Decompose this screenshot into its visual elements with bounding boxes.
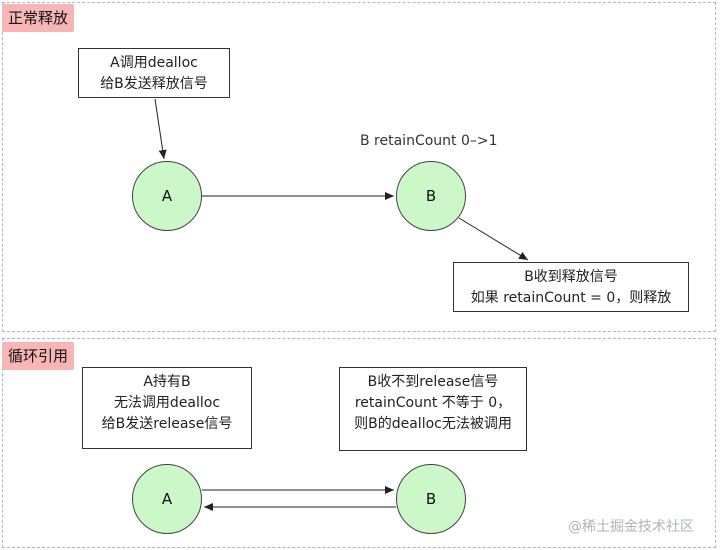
- note-line: 如果 retainCount = 0，则释放: [470, 290, 672, 306]
- note-line: 则B的dealloc无法被调用: [354, 416, 512, 432]
- note-line: B收到释放信号: [524, 269, 618, 285]
- arrow-b-to-note: [458, 217, 529, 261]
- b-retain-count-label: B retainCount 0–>1: [360, 133, 498, 149]
- note-line: B收不到release信号: [367, 374, 499, 390]
- node-b: B: [396, 464, 466, 534]
- watermark: @稀土掘金技术社区: [568, 519, 694, 535]
- section-tag-retain-cycle: 循环引用: [2, 342, 75, 370]
- note-line: retainCount 不等于 0，: [354, 395, 512, 411]
- section-retain-cycle: [2, 338, 716, 548]
- note-line: 给B发送release信号: [101, 416, 233, 432]
- arrow-note-to-a: [154, 98, 167, 160]
- note-a-holds-b: A持有B 无法调用dealloc 给B发送release信号: [82, 367, 252, 449]
- section-tag-normal-release: 正常释放: [2, 4, 75, 32]
- node-a: A: [132, 464, 202, 534]
- note-line: 无法调用dealloc: [113, 395, 221, 411]
- note-b-no-release: B收不到release信号 retainCount 不等于 0， 则B的deal…: [339, 367, 527, 451]
- note-line: A调用dealloc: [110, 55, 198, 71]
- node-b: B: [396, 161, 466, 231]
- note-line: A持有B: [143, 374, 191, 390]
- note-a-calls-dealloc: A调用dealloc 给B发送释放信号: [78, 48, 230, 98]
- note-b-received-release: B收到释放信号 如果 retainCount = 0，则释放: [453, 262, 689, 312]
- section-normal-release: [2, 2, 716, 332]
- node-a: A: [132, 161, 202, 231]
- note-line: 给B发送释放信号: [100, 76, 208, 92]
